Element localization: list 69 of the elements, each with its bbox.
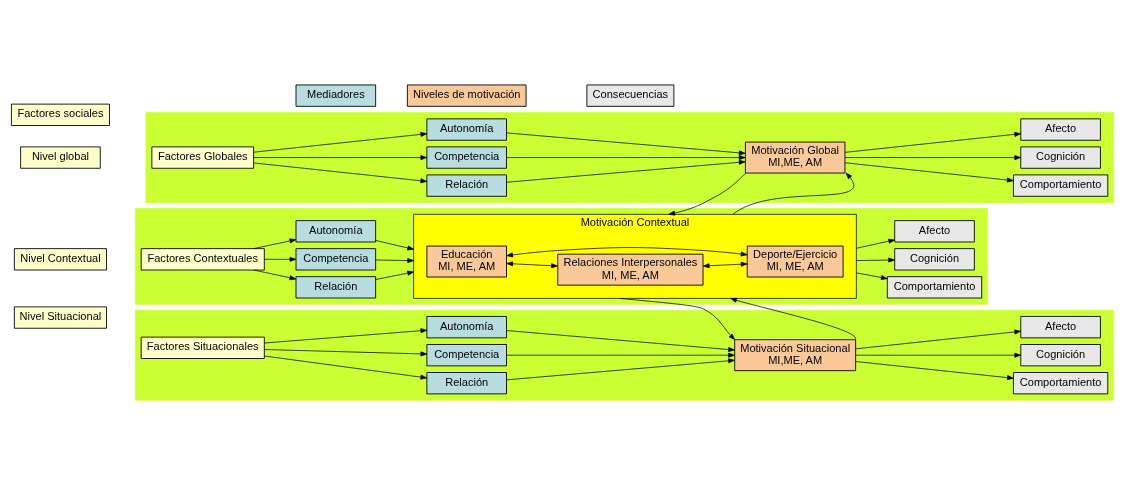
node-box: Nivel Situacional [13, 306, 107, 329]
node-box: Consecuencias [586, 84, 675, 107]
arrow [506, 159, 746, 183]
arrow [844, 162, 1014, 183]
node-box: Factores Situacionales [140, 336, 265, 359]
arrow [732, 172, 854, 215]
node-box: Educación MI, ME, AM [426, 245, 507, 278]
arrow [253, 155, 428, 160]
arrow [856, 257, 895, 263]
arrow [855, 361, 1014, 381]
node-box: Motivación Situacional MI,ME, AM [734, 339, 857, 372]
arrow [506, 352, 735, 358]
arrow [844, 155, 1022, 160]
arrow [264, 355, 428, 380]
arrow [506, 358, 735, 381]
cluster [145, 112, 1115, 203]
arrow [856, 272, 888, 280]
arrow [702, 261, 748, 269]
node-box: Competencia [426, 344, 507, 367]
arrow [506, 330, 735, 352]
arrow [844, 131, 1022, 153]
cluster [134, 309, 1115, 401]
node-box: Cognición [894, 248, 975, 271]
node-box: Mediadores [295, 84, 377, 107]
arrow [855, 352, 1022, 358]
node-box: Relaciones Interpersonales MI, ME, AM [557, 253, 704, 286]
arrow [264, 349, 428, 357]
arrow [253, 269, 297, 281]
node-box: Autonomía [426, 316, 507, 339]
arrow [856, 238, 895, 249]
node-box: Factores Contextuales [140, 248, 265, 271]
node-box: Cognición [1020, 146, 1101, 169]
node-box: Autonomía [426, 118, 507, 141]
arrow [375, 240, 414, 251]
arrow [668, 172, 747, 216]
node-box: Afecto [894, 220, 975, 243]
node-box: Autonomía [295, 220, 377, 243]
arrow [375, 270, 414, 280]
node-box: Nivel Contextual [13, 248, 107, 271]
arrow [855, 329, 1022, 350]
arrow [264, 256, 297, 262]
node-box: Afecto [1020, 316, 1101, 339]
node-box: Niveles de motivación [406, 84, 527, 107]
arrow [506, 132, 746, 156]
arrow [506, 247, 748, 258]
node-box: Comportamiento [1012, 372, 1109, 395]
arrow [253, 238, 297, 249]
node-box: Competencia [426, 146, 507, 169]
node-box: Motivación Global MI,ME, AM [744, 141, 846, 174]
node-box: Relación [295, 276, 377, 299]
node-box: Relación [426, 174, 507, 197]
node-box: Deporte/Ejercicio MI, ME, AM [746, 245, 844, 278]
arrow [730, 297, 856, 341]
node-box: Comportamiento [1012, 174, 1109, 197]
node-box: Factores sociales [10, 103, 110, 126]
node-box: Comportamiento [886, 276, 983, 299]
node-box: Cognición [1020, 344, 1101, 367]
arrow [506, 155, 746, 160]
arrow [619, 298, 736, 341]
arrow [506, 261, 558, 269]
node-box: Relación [426, 372, 507, 395]
arrow [375, 258, 414, 263]
node-box: Competencia [295, 248, 377, 271]
node-box: Nivel global [20, 146, 101, 169]
arrow [253, 162, 428, 184]
arrow [253, 131, 428, 153]
arrow [264, 328, 428, 344]
node-box: Afecto [1020, 118, 1101, 141]
node-box: Factores Globales [151, 146, 255, 169]
